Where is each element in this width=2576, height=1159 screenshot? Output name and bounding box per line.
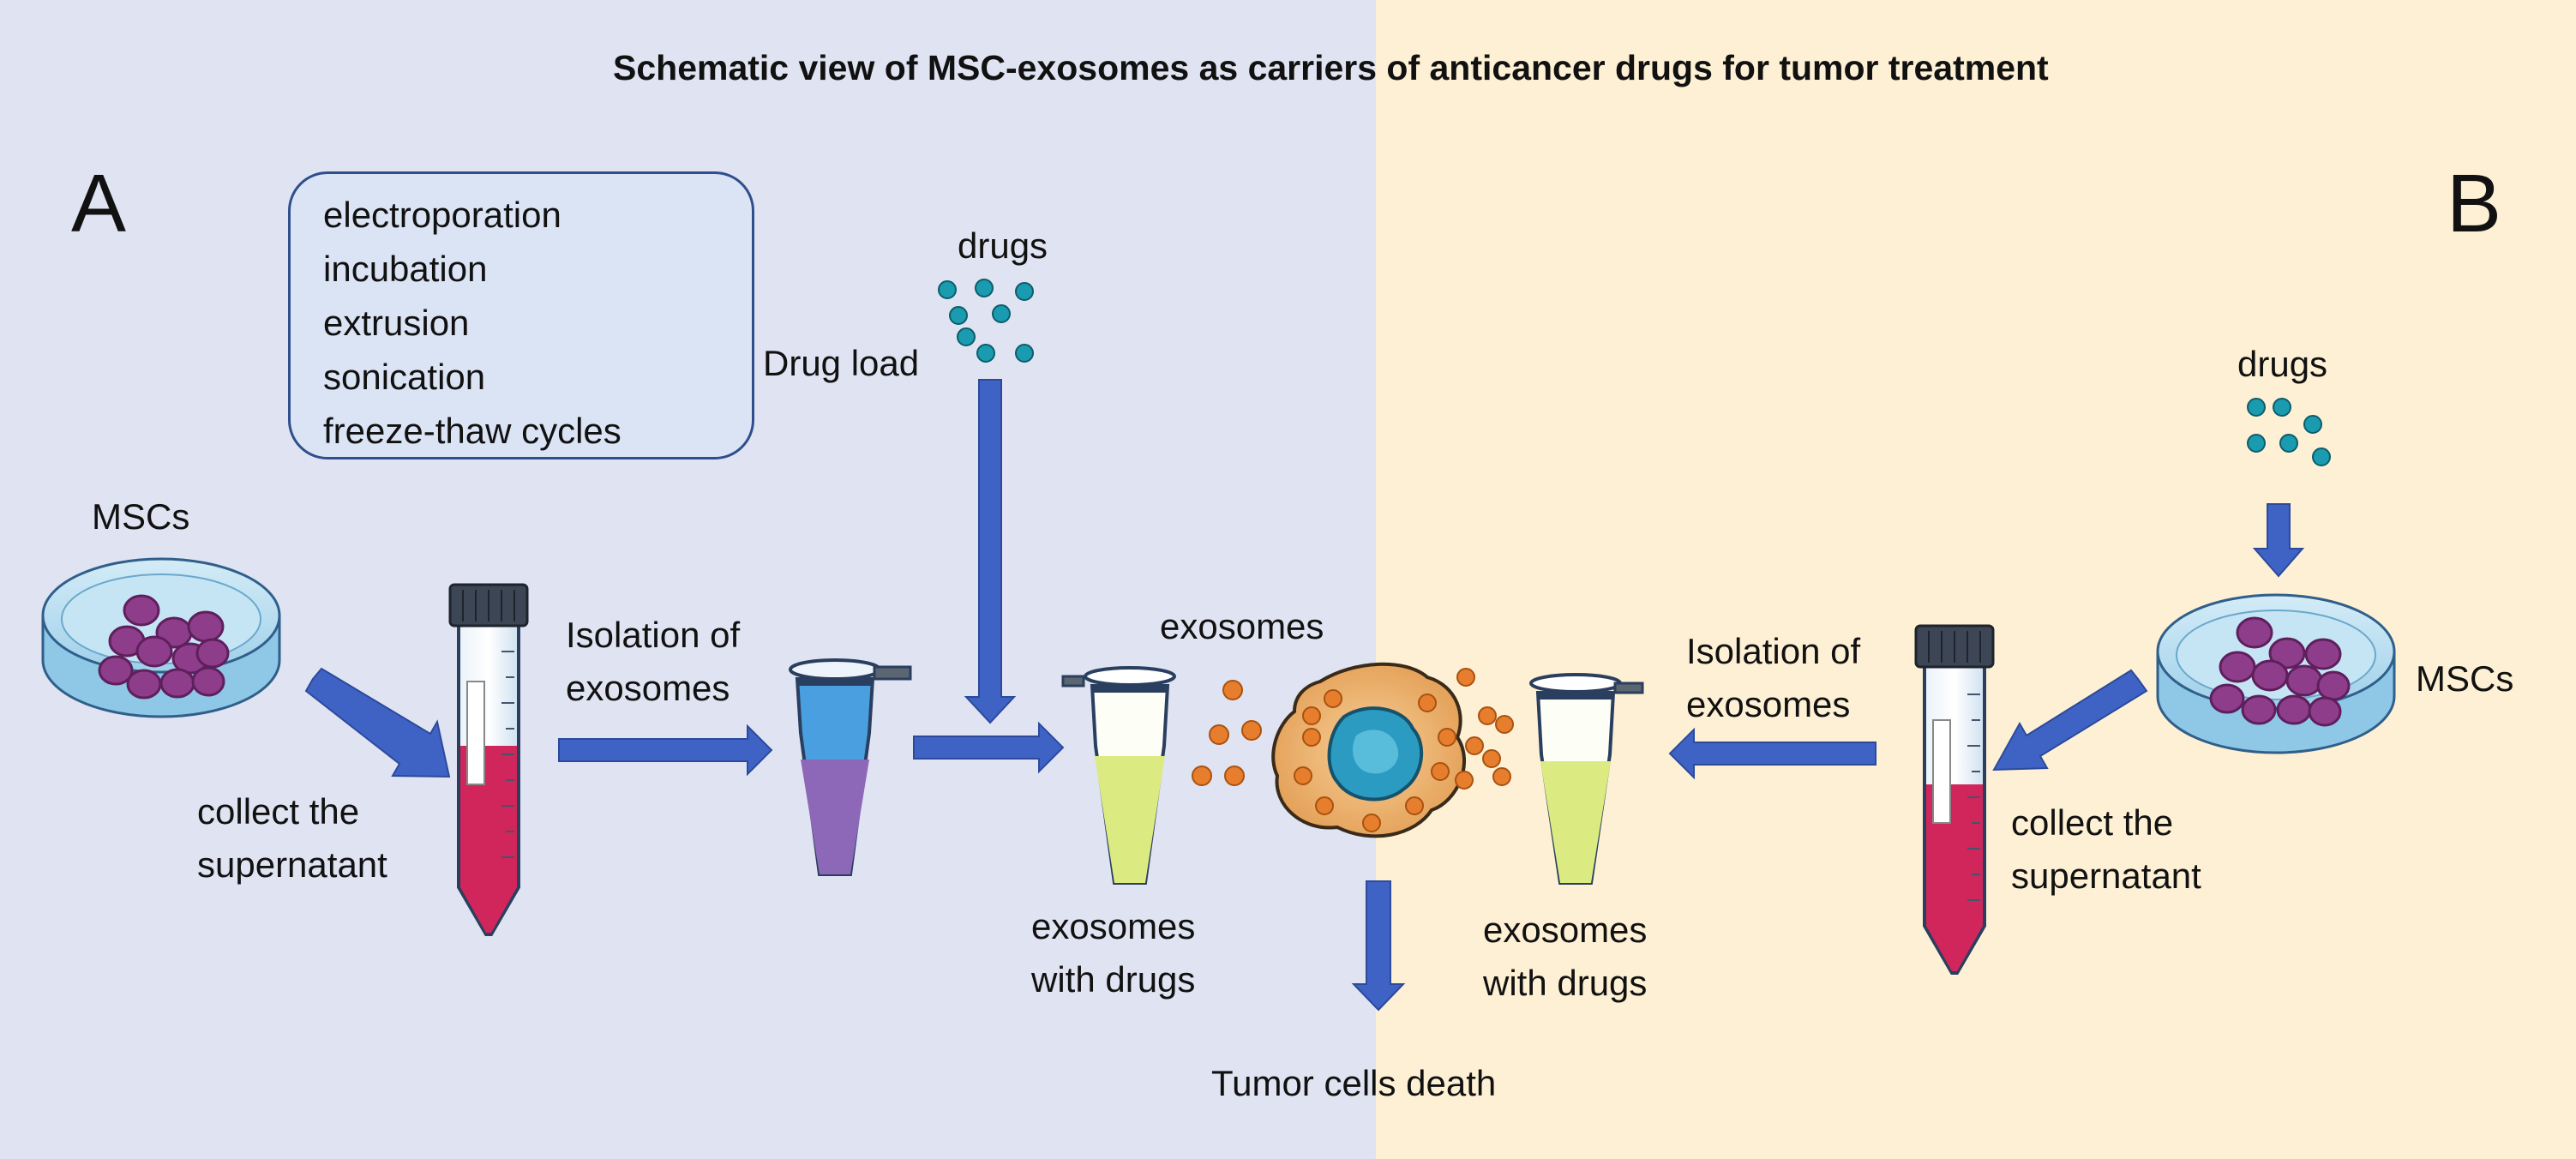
microtube-purple-a	[789, 658, 912, 876]
isolation-label-b-line1: Isolation of	[1686, 631, 1861, 671]
msc-cells-b	[2209, 616, 2351, 727]
exosomes-on-tumor	[1294, 689, 1456, 832]
arrow-to-loaded-exosomes	[913, 721, 1065, 774]
exosomes-with-drugs-label-b-line1: exosomes	[1483, 910, 1648, 950]
panel-b-letter: B	[2447, 158, 2502, 249]
panel-a-letter: A	[71, 158, 127, 249]
arrow-drug-load	[964, 379, 1017, 724]
isolation-label-a-line1: Isolation of	[566, 615, 741, 655]
method-item: incubation	[323, 249, 488, 289]
arrow-tumor-death	[1351, 880, 1406, 1012]
arrow-isolation-a	[558, 724, 773, 777]
drugs-label-a: drugs	[958, 225, 1048, 266]
msc-label-a: MSCs	[92, 496, 190, 537]
exosomes-label: exosomes	[1160, 606, 1324, 646]
centrifuge-tube-a	[448, 583, 529, 936]
arrow-isolation-b	[1668, 727, 1876, 780]
exosome-particles-right	[1455, 668, 1514, 790]
drug-particles-b	[2247, 398, 2331, 466]
drug-particles-a	[938, 279, 1034, 363]
method-item: electroporation	[323, 195, 561, 235]
collect-label-b-line1: collect the	[2011, 802, 2174, 843]
exosomes-with-drugs-label-b-line2: with drugs	[1483, 963, 1648, 1003]
collect-label-b-line2: supernatant	[2011, 856, 2201, 896]
arrow-collect-a	[304, 667, 451, 778]
method-item: freeze-thaw cycles	[323, 411, 621, 451]
method-item: sonication	[323, 357, 486, 397]
arrow-drugs-b	[2252, 503, 2305, 578]
loading-methods-box: electroporation incubation extrusion son…	[288, 171, 754, 459]
exosome-particles-left	[1192, 680, 1262, 786]
arrow-collect-b	[1992, 669, 2148, 772]
method-item: extrusion	[323, 303, 470, 343]
collect-label-a-line2: supernatant	[197, 844, 387, 885]
isolation-label-b-line2: exosomes	[1686, 684, 1851, 724]
diagram-title: Schematic view of MSC-exosomes as carrie…	[613, 48, 2049, 87]
exosomes-with-drugs-label-a-line2: with drugs	[1031, 959, 1196, 1000]
isolation-label-a-line2: exosomes	[566, 668, 730, 708]
centrifuge-tube-b	[1914, 624, 1995, 975]
msc-label-b: MSCs	[2416, 658, 2514, 699]
msc-cells-a	[98, 594, 230, 700]
tumor-death-label: Tumor cells death	[1211, 1063, 1497, 1103]
panel-b-background	[1376, 0, 2576, 1159]
microtube-exosomes-with-drugs-a	[1061, 666, 1176, 885]
tumor-cell	[1271, 662, 1467, 838]
drug-load-label: Drug load	[763, 343, 920, 383]
collect-label-a-line1: collect the	[197, 791, 360, 832]
drugs-label-b: drugs	[2237, 344, 2328, 384]
microtube-exosomes-with-drugs-b	[1529, 673, 1644, 885]
exosomes-with-drugs-label-a-line1: exosomes	[1031, 906, 1196, 946]
